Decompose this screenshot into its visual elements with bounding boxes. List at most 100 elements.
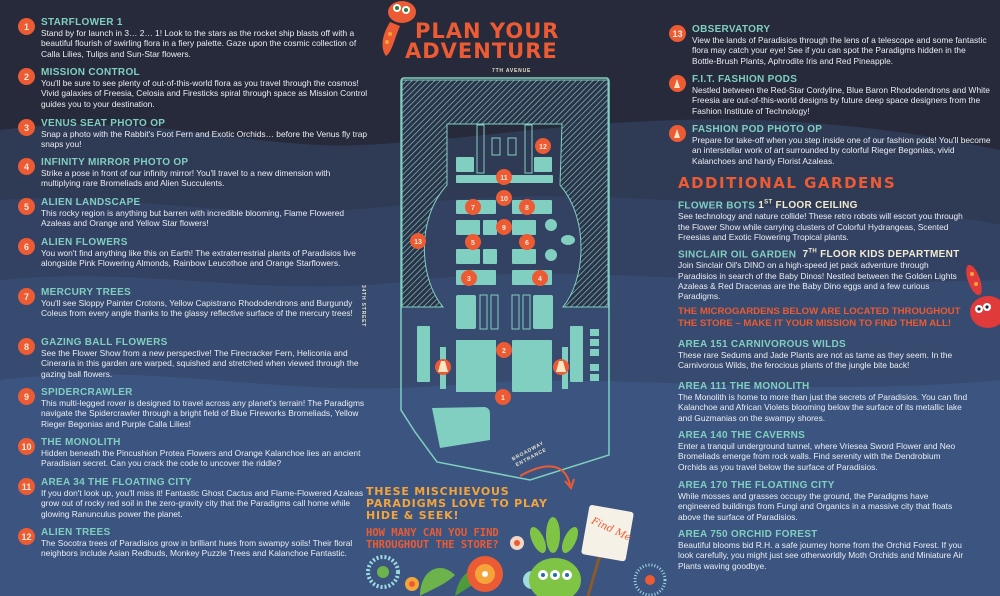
area-title: AREA 140 THE CAVERNS: [678, 430, 806, 441]
fashion-pod-dress-icon[interactable]: [553, 359, 569, 375]
map-marker-6[interactable]: 6: [519, 234, 535, 250]
garden-description: This multi-legged rover is designed to t…: [41, 398, 365, 429]
map-marker-7[interactable]: 7: [465, 199, 481, 215]
page-title-line1: PLAN YOUR: [415, 19, 560, 43]
map-marker-13[interactable]: 13: [410, 233, 426, 249]
garden-title: FLOWER BOTS: [678, 200, 756, 212]
svg-text:2: 2: [502, 348, 506, 355]
svg-text:13: 13: [414, 239, 422, 246]
garden-title: MERCURY TREES: [41, 287, 132, 298]
map-marker-8[interactable]: 8: [519, 199, 535, 215]
paradigm-flower-illustration: Find Me: [366, 505, 667, 596]
map-marker-9[interactable]: 9: [496, 219, 512, 235]
svg-text:10: 10: [500, 196, 508, 203]
flower-icon: [510, 536, 524, 550]
svg-text:6: 6: [525, 240, 529, 247]
garden-title: F.I.T. FASHION PODS: [692, 74, 798, 85]
number-badge: 11: [18, 478, 35, 495]
map-marker-1[interactable]: 1: [495, 389, 511, 405]
svg-text:9: 9: [502, 225, 506, 232]
promo-how-many: HOW MANY CAN YOU FIND THROUGHOUT THE STO…: [366, 527, 499, 551]
find-me-sign: Find Me: [581, 505, 634, 562]
number-badge: 13: [669, 25, 686, 42]
flower-icon: [467, 556, 503, 592]
microgardens-notice: THE MICROGARDENS BELOW ARE LOCATED THROU…: [678, 306, 961, 329]
garden-title: SINCLAIR OIL GARDEN: [678, 249, 797, 261]
green-paradigm-creature: [529, 517, 581, 596]
area-title: AREA 111 THE MONOLITH: [678, 381, 810, 392]
map-markers: 1 2 3 4 5 6 7 8 9 10 11 12 13: [410, 138, 551, 405]
garden-description: Join Sinclair Oil's DINO on a high-speed…: [678, 260, 957, 302]
area-description: The Monolith is home to more than just t…: [678, 392, 968, 423]
garden-title: FASHION POD PHOTO OP: [692, 124, 823, 135]
garden-title: ALIEN FLOWERS: [41, 237, 128, 248]
flower-icon: [366, 555, 400, 589]
area-description: Enter a tranquil underground tunnel, whe…: [678, 441, 956, 472]
garden-description: Strike a pose in front of our infinity m…: [41, 168, 331, 189]
garden-description: Prepare for take-off when you step insid…: [692, 135, 991, 166]
garden-description: This rocky region is anything but barren…: [41, 208, 345, 229]
dress-icon: [669, 75, 686, 92]
area-description: While mosses and grasses occupy the grou…: [678, 491, 953, 522]
svg-text:1: 1: [501, 395, 505, 402]
flower-icon: [405, 577, 419, 591]
number-badge: 12: [18, 528, 35, 545]
garden-title: INFINITY MIRROR PHOTO OP: [41, 157, 189, 168]
floor-label: 7TH FLOOR KIDS DEPARTMENT: [802, 249, 960, 261]
area-description: These rare Sedums and Jade Plants are no…: [678, 350, 953, 371]
garden-title: VENUS SEAT PHOTO OP: [41, 118, 166, 129]
flower-icon: [633, 563, 667, 596]
additional-gardens-heading: ADDITIONAL GARDENS: [678, 174, 897, 192]
garden-title: OBSERVATORY: [692, 24, 771, 35]
number-badge: 9: [18, 388, 35, 405]
map-marker-10[interactable]: 10: [496, 190, 512, 206]
number-badge: 8: [18, 338, 35, 355]
garden-description: The Socotra trees of Paradisios grow in …: [41, 538, 353, 559]
garden-description: See technology and nature collide! These…: [678, 211, 963, 242]
svg-text:12: 12: [539, 144, 547, 151]
fashion-pod-dress-icon[interactable]: [435, 359, 451, 375]
map-marker-3[interactable]: 3: [461, 270, 477, 286]
svg-text:4: 4: [538, 276, 542, 283]
map-marker-11[interactable]: 11: [496, 169, 512, 185]
svg-text:5: 5: [471, 240, 475, 247]
garden-description: Snap a photo with the Rabbit's Foot Fern…: [41, 129, 368, 150]
map-marker-2[interactable]: 2: [496, 342, 512, 358]
orange-paradigm-creature: [382, 1, 416, 56]
garden-description: Nestled between the Red-Star Cordyline, …: [692, 85, 990, 116]
garden-title: GAZING BALL FLOWERS: [41, 337, 168, 348]
red-paradigm-creature: [966, 264, 1000, 328]
area-title: AREA 750 ORCHID FOREST: [678, 529, 818, 540]
dress-icon: [669, 125, 686, 142]
garden-title: MISSION CONTROL: [41, 67, 140, 78]
flower-bots-item: FLOWER BOTS 1ST FLOOR CEILING See techno…: [678, 198, 968, 242]
garden-description: You'll see Sloppy Painter Crotons, Yello…: [41, 298, 353, 319]
map-marker-4[interactable]: 4: [532, 270, 548, 286]
number-badge: 10: [18, 438, 35, 455]
number-badge: 6: [18, 238, 35, 255]
number-badge: 4: [18, 158, 35, 175]
map-marker-12[interactable]: 12: [535, 138, 551, 154]
garden-description: You won't find anything like this on Ear…: [41, 248, 356, 269]
map-marker-5[interactable]: 5: [465, 234, 481, 250]
